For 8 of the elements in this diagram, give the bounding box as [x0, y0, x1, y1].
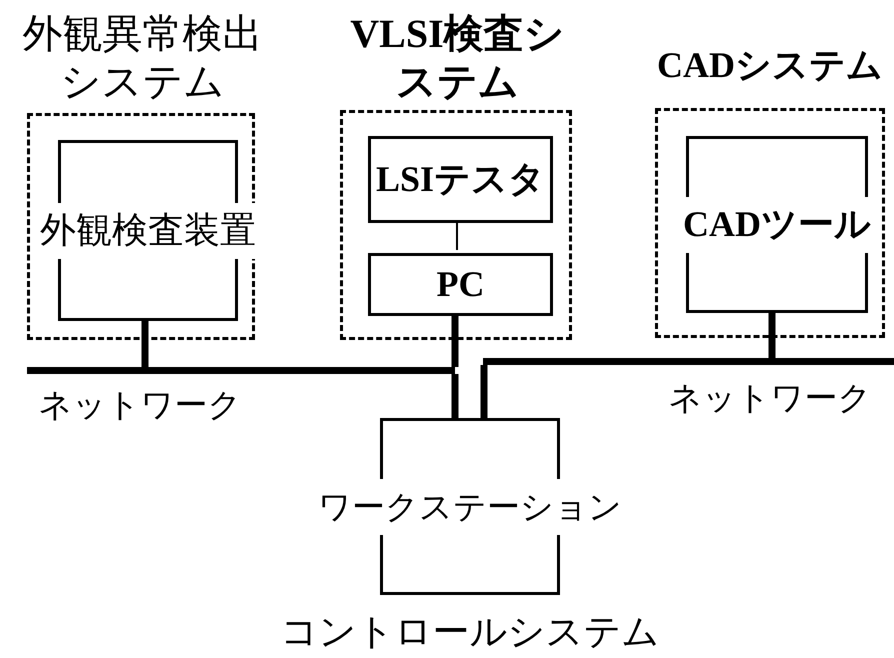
connector-line [452, 374, 458, 418]
network-label: ネットワーク [670, 377, 870, 420]
network-label: ネットワーク [40, 384, 240, 426]
group-title: 外観異常検出システム [22, 10, 264, 106]
system-caption: コントロールシステム [280, 608, 660, 655]
group-title: VLSI検査システム [350, 10, 565, 106]
group-title: CADシステム [656, 44, 884, 88]
connector-line [480, 365, 488, 418]
